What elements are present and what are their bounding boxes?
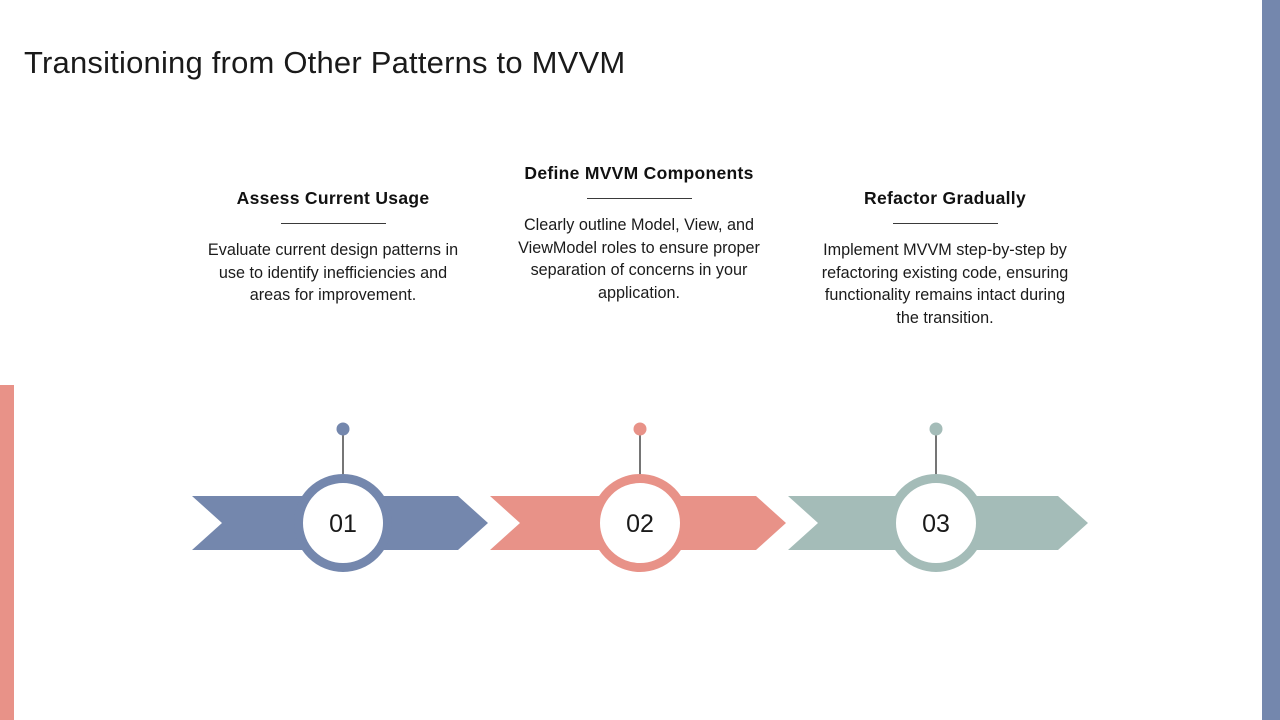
step-number-2: 02 bbox=[626, 510, 654, 538]
column-define-mvvm-components: Define MVVM Components Clearly outline M… bbox=[486, 161, 792, 304]
step-circle-1 bbox=[294, 474, 392, 572]
column-divider bbox=[586, 198, 692, 199]
column-assess-current-usage: Assess Current Usage Evaluate current de… bbox=[180, 186, 486, 307]
step-circle-2 bbox=[591, 474, 689, 572]
column-divider bbox=[280, 223, 386, 224]
process-step-2[interactable]: 02 bbox=[490, 422, 786, 572]
step-number-3: 03 bbox=[922, 510, 950, 538]
process-step-1[interactable]: 01 bbox=[192, 422, 488, 572]
step-number-1: 01 bbox=[329, 510, 357, 538]
column-body: Evaluate current design patterns in use … bbox=[207, 241, 459, 305]
connector-dot-3 bbox=[929, 422, 943, 436]
column-heading: Assess Current Usage bbox=[236, 188, 430, 208]
right-accent-bar bbox=[1262, 0, 1280, 720]
process-step-3[interactable]: 03 bbox=[788, 422, 1088, 572]
columns-container: Assess Current Usage Evaluate current de… bbox=[180, 163, 1100, 391]
connector-dot-1 bbox=[336, 422, 350, 436]
connector-dot-2 bbox=[633, 422, 647, 436]
column-refactor-gradually: Refactor Gradually Implement MVVM step-b… bbox=[792, 186, 1098, 329]
column-body: Implement MVVM step-by-step by refactori… bbox=[821, 241, 1069, 327]
column-body: Clearly outline Model, View, and ViewMod… bbox=[518, 216, 760, 302]
column-divider bbox=[892, 223, 998, 224]
page-title: Transitioning from Other Patterns to MVV… bbox=[24, 44, 626, 80]
column-heading: Refactor Gradually bbox=[864, 188, 1026, 208]
column-heading: Define MVVM Components bbox=[524, 163, 754, 183]
step-circle-3 bbox=[887, 474, 985, 572]
left-accent-bar bbox=[0, 385, 14, 720]
process-chevron-band: 01 02 03 bbox=[186, 415, 1096, 590]
